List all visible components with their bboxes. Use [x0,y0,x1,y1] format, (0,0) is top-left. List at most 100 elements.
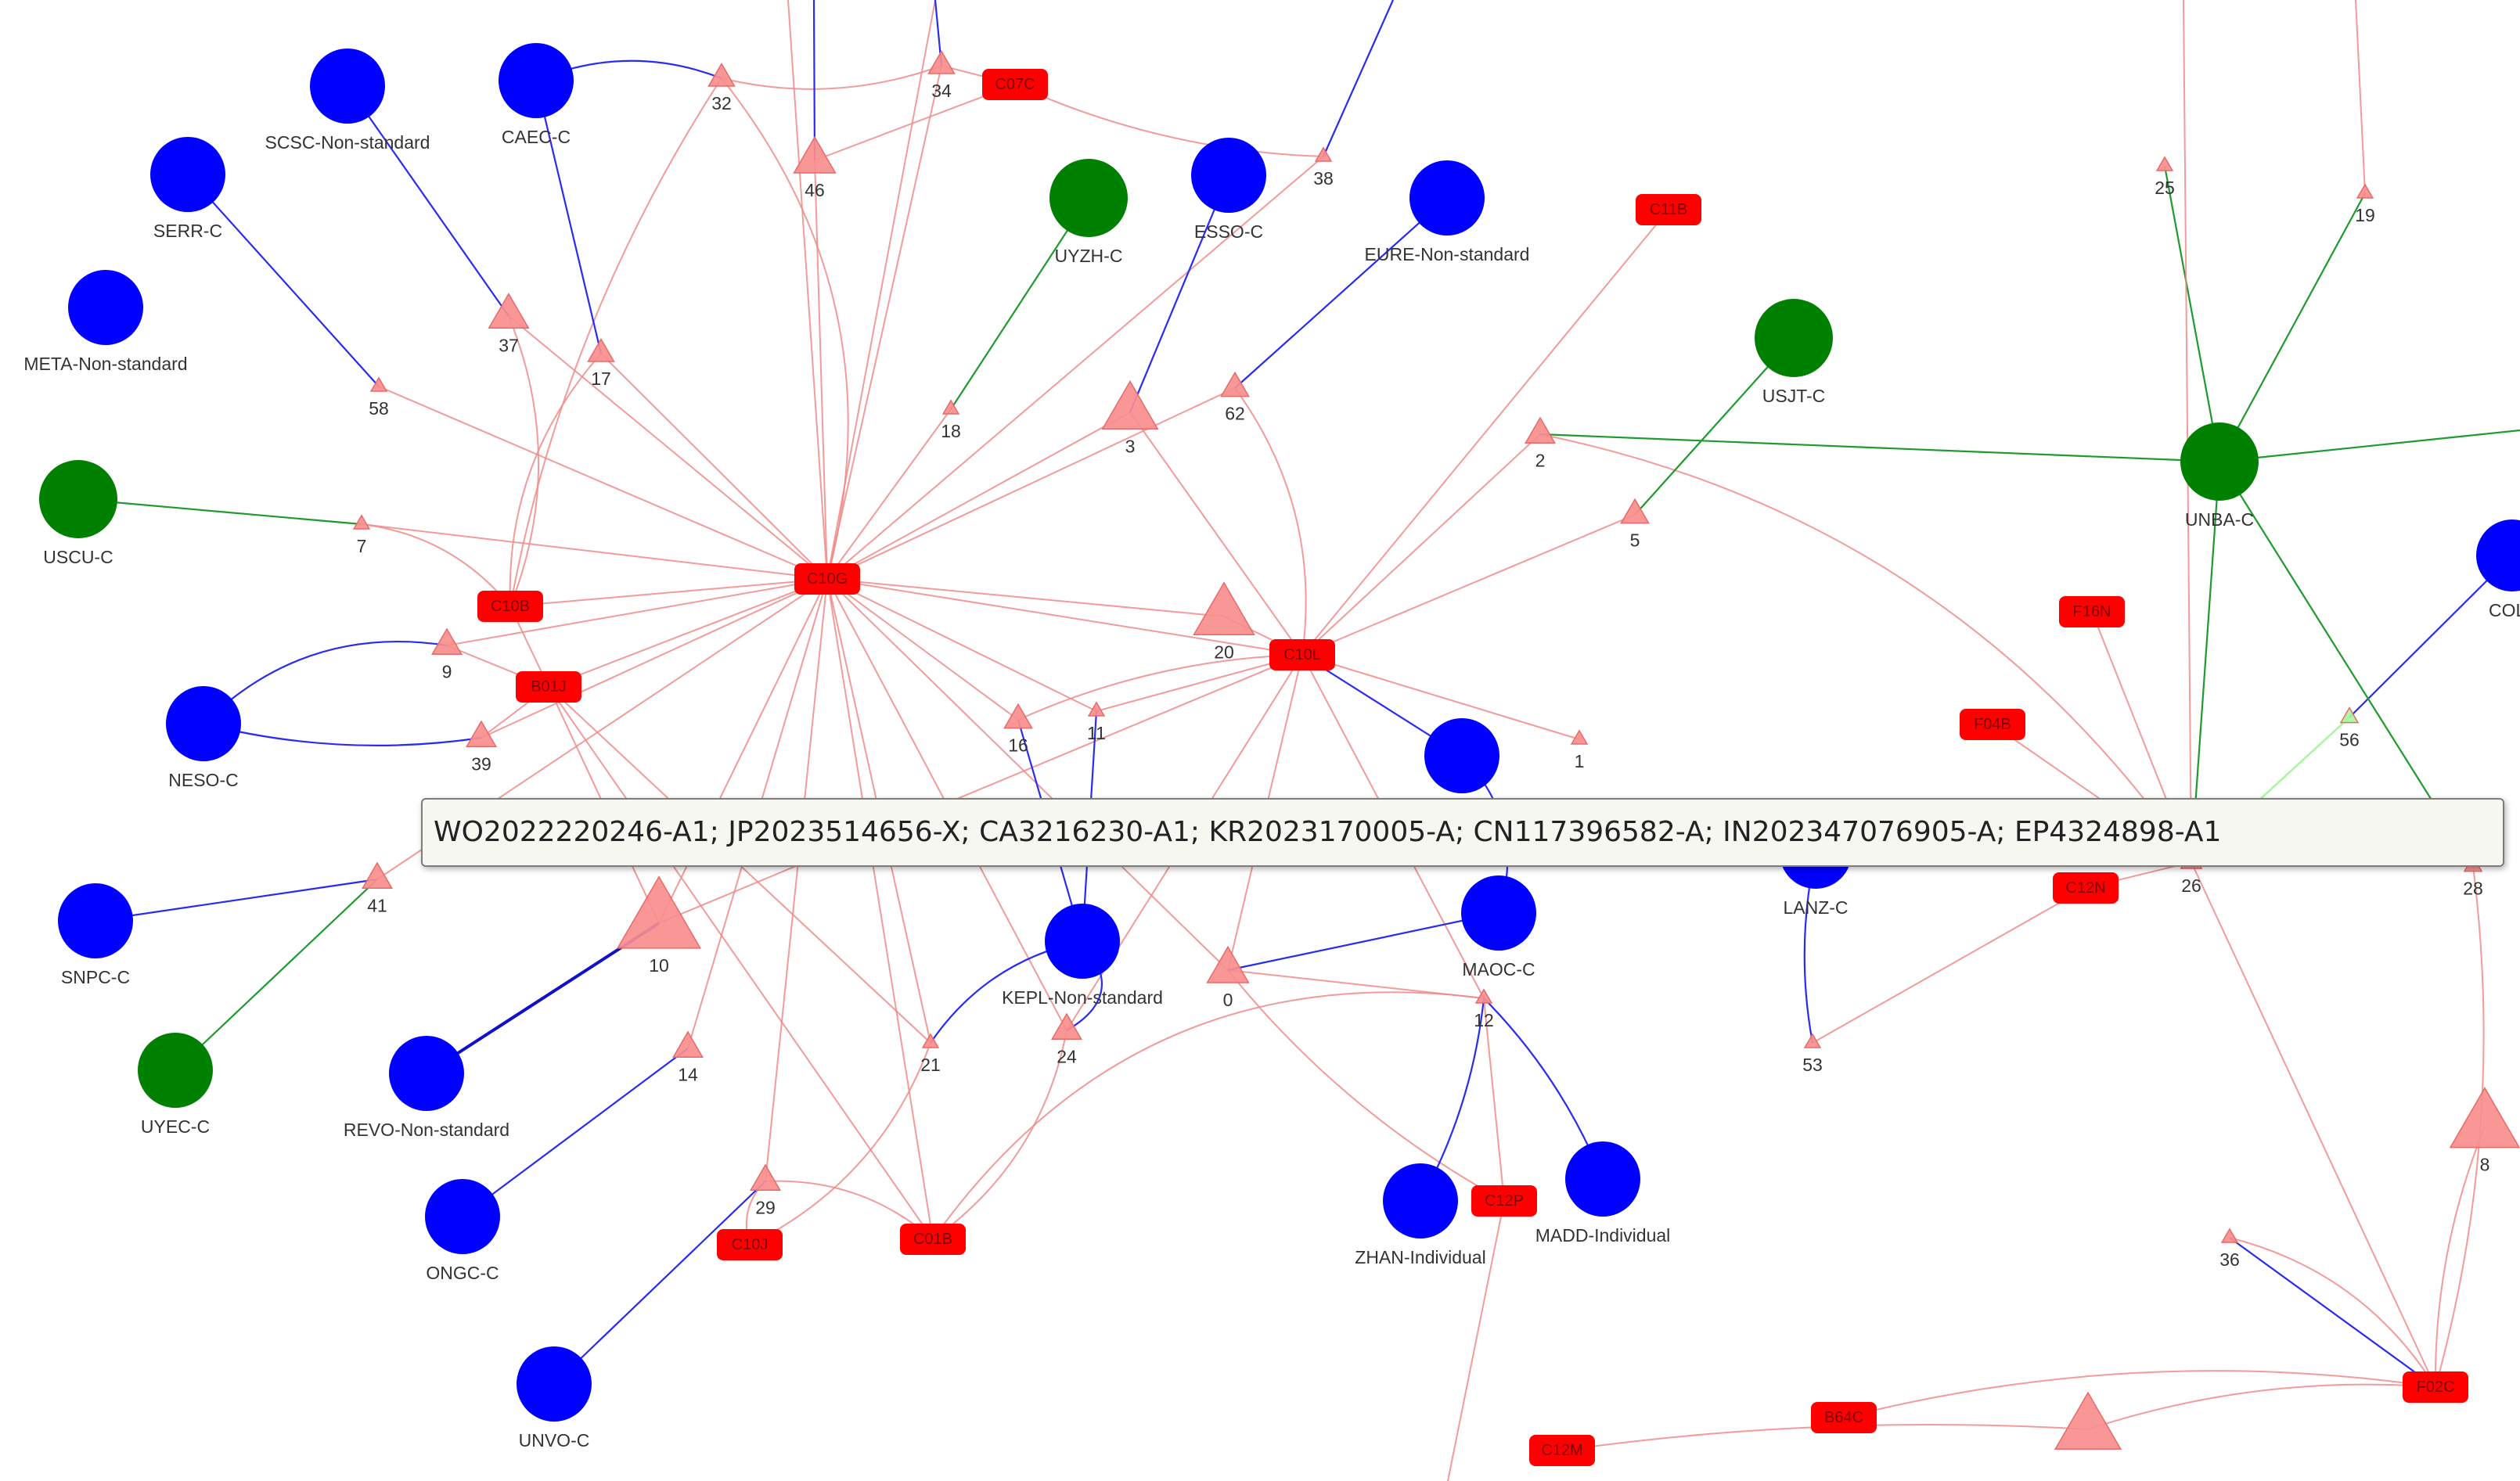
edge-C10G-0 [826,578,1229,971]
topic-label-2: 2 [1535,450,1546,470]
edge-0-12 [1227,969,1485,999]
assignee-node-revo[interactable] [389,1036,464,1111]
assignee-label-lanz: LANZ-C [1783,897,1848,918]
edge-UNBA-3220 [2219,429,2520,463]
topic-node-37[interactable] [488,293,530,329]
assignee-node-uyzh[interactable] [1049,159,1128,237]
topic-node-20[interactable] [1193,581,1255,636]
assignee-node-caec[interactable] [499,43,574,118]
assignee-node-eure[interactable] [1409,160,1485,235]
topic-node-BIG[interactable] [2054,1391,2122,1450]
class-badge-c10l[interactable] [1269,639,1335,670]
topic-node-1[interactable] [1570,729,1589,745]
class-badge-c12n[interactable] [2053,872,2119,904]
class-label-c01b: C01B [913,1231,952,1248]
class-badge-c10j[interactable] [717,1229,783,1260]
topic-node-25[interactable] [2155,156,2174,171]
topic-node-56[interactable] [2339,706,2360,724]
topic-node-7[interactable] [352,514,371,530]
topic-node-3[interactable] [1101,379,1159,430]
topic-node-53[interactable] [1803,1033,1822,1048]
assignee-label-ongc: ONGC-C [426,1263,499,1283]
topic-node-46[interactable] [793,135,837,174]
topic-node-29[interactable] [749,1163,782,1192]
topic-node-62[interactable] [1220,371,1250,397]
edge-layer [77,0,2520,1481]
assignee-node-maoc[interactable] [1461,875,1536,951]
edge-C07C-38 [1014,84,1324,157]
topic-node-14[interactable] [671,1030,704,1059]
assignee-node-snpc[interactable] [58,883,133,958]
topic-node-39[interactable] [465,720,498,748]
assignee-node-usjt[interactable] [1755,299,1833,377]
assignee-node-scsc[interactable] [310,49,385,124]
assignee-node-meta[interactable] [68,270,143,345]
class-badge-f04b[interactable] [1960,709,2025,740]
topic-label-10: 10 [649,955,669,976]
class-badge-b01j[interactable] [516,671,581,703]
class-badge-f02c[interactable] [2403,1371,2468,1403]
edge-C10G-46 [814,160,828,580]
class-badge-c12m[interactable] [1529,1435,1595,1466]
topic-node-10[interactable] [616,875,702,949]
topic-node-16[interactable] [1003,703,1033,729]
topic-label-36: 36 [2219,1249,2240,1270]
topic-node-18[interactable] [941,399,960,415]
topic-node-41[interactable] [361,861,394,890]
assignee-node-ongc[interactable] [425,1179,500,1254]
topic-label-53: 53 [1802,1055,1823,1075]
assignee-node-uscu[interactable] [39,460,117,538]
assignee-label-revo: REVO-Non-standard [344,1120,509,1140]
topic-node-32[interactable] [707,62,736,87]
topic-node-34[interactable] [927,49,956,74]
assignee-label-uyec: UYEC-C [141,1116,210,1137]
edge-C10L-C11B [1301,209,1669,656]
topic-node-24[interactable] [1050,1012,1083,1041]
topic-node-11[interactable] [1087,701,1106,717]
class-badge-b64c[interactable] [1811,1402,1877,1433]
assignee-node-esso[interactable] [1191,138,1266,213]
topic-node-8[interactable] [2449,1087,2520,1148]
assignee-node-mid[interactable] [1424,718,1499,793]
topic-label-9: 9 [442,661,452,681]
class-badge-c12p[interactable] [1471,1185,1537,1217]
assignee-node-coll[interactable] [2476,519,2520,591]
topic-node-5[interactable] [1620,498,1650,524]
topic-node-38[interactable] [1314,146,1333,162]
assignee-node-unba[interactable] [2180,422,2259,501]
assignee-node-unvo[interactable] [517,1346,592,1422]
topic-label-46: 46 [805,180,825,200]
class-label-c12n: C12N [2065,879,2105,897]
class-badge-c01b[interactable] [900,1224,966,1255]
class-badge-c11b[interactable] [1636,194,1701,225]
edge-NESO-9 [203,641,448,724]
edge-offscreen-1 [826,0,936,580]
topic-node-19[interactable] [2356,183,2374,199]
topic-node-17[interactable] [587,337,615,362]
edge-C10G-C10B [509,578,828,607]
edge-C10L-2 [1301,433,1541,656]
edge-F02C-B64C [1843,1370,2436,1418]
topic-node-12[interactable] [1474,988,1493,1004]
edge-NESO-39 [203,722,482,746]
assignee-node-kepl[interactable] [1045,904,1120,979]
class-badge-f16n[interactable] [2059,596,2125,627]
topic-node-21[interactable] [921,1033,940,1048]
topic-node-9[interactable] [430,627,463,656]
topic-node-36[interactable] [2220,1228,2239,1243]
class-badge-c07c[interactable] [982,69,1048,100]
assignee-node-uyec[interactable] [138,1033,213,1108]
edge-C10G-10 [658,578,828,924]
edge-C10G-29 [765,578,828,1182]
topic-node-58[interactable] [369,376,388,392]
edge-C10J-21 [749,1042,931,1246]
assignee-node-serr[interactable] [150,137,225,212]
assignee-node-neso[interactable] [166,686,241,761]
class-badge-c10b[interactable] [477,591,543,622]
assignee-node-zhan[interactable] [1383,1163,1458,1238]
class-badge-c10g[interactable] [794,563,860,595]
topic-node-0[interactable] [1206,945,1250,983]
assignee-node-madd[interactable] [1565,1141,1640,1217]
topic-node-2[interactable] [1524,416,1557,444]
